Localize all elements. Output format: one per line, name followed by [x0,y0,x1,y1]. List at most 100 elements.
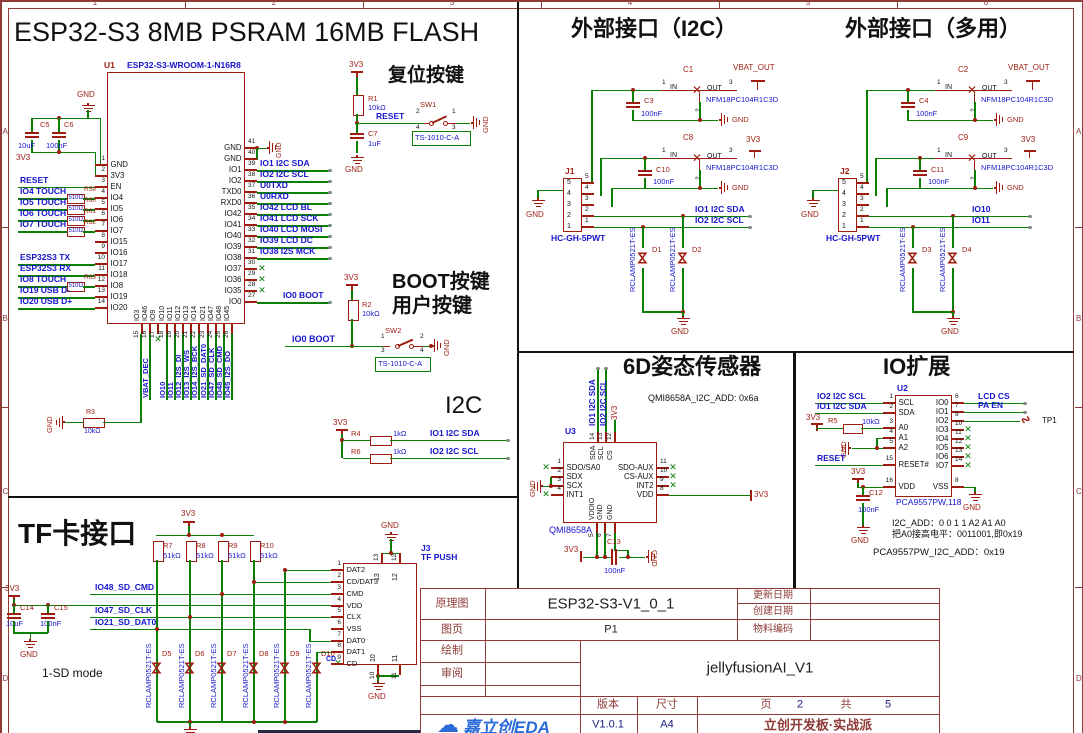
ic-U2[interactable] [895,395,952,497]
capacitor-symbol[interactable] [52,136,66,138]
tvs-diode-symbol[interactable]: ⋈ [905,251,921,265]
wire [611,188,613,207]
pin-name: IO1 [935,406,949,416]
pin-number: 3 [889,418,893,425]
label: C15 [54,603,68,612]
pin-name: SDO/SA0 [566,462,601,472]
pin-name: 12 [392,573,399,581]
frame-column-label: 3 [449,0,455,7]
component-body[interactable] [348,300,359,321]
ic-J3[interactable] [343,563,417,665]
capacitor-symbol[interactable] [350,133,364,135]
pin-name: IO12 [175,305,182,321]
capacitor-symbol[interactable] [856,499,870,501]
component-part: ESP32-S3-WROOM-1-N16R8 [127,60,241,70]
label: 100nF [604,566,626,575]
component-body[interactable] [152,541,164,562]
ic-J1[interactable] [563,178,582,232]
component-body[interactable] [249,541,261,562]
wire [604,533,606,557]
tvs-diode-symbol[interactable]: ⋈ [675,251,691,265]
capacitor-symbol[interactable] [41,617,55,619]
component-body[interactable] [83,418,105,428]
label: VBAT_OUT [733,63,775,72]
tvs-diode-symbol[interactable]: ⋈ [635,251,651,265]
wire [377,675,379,681]
capacitor-symbol[interactable] [52,132,66,134]
pin-stub [952,456,964,458]
capacitor-symbol[interactable] [638,174,652,176]
capacitor-symbol[interactable] [25,132,39,134]
capacitor-symbol[interactable] [611,549,613,565]
wire [254,581,343,583]
capacitor-symbol[interactable] [626,102,640,104]
component-body[interactable] [217,541,229,562]
capacitor-symbol[interactable] [856,495,870,497]
wire [356,141,358,153]
pin-name: GND [607,504,614,520]
titleblock-schematic-label: 原理图 [435,597,469,610]
component-body[interactable] [353,95,364,116]
frame-line [1075,407,1082,408]
pin-stub [198,324,200,334]
component-body[interactable] [185,541,197,562]
capacitor-symbol[interactable] [913,170,927,172]
capacitor-symbol[interactable] [615,549,617,565]
wire [215,334,217,400]
wire [682,216,684,248]
pin-name: IO6 [110,214,124,224]
ferrite-bead-symbol[interactable]: ✕ [966,83,978,97]
component-body[interactable] [843,424,863,434]
capacitor-symbol[interactable] [350,137,364,139]
wire [356,122,424,124]
component-body[interactable] [375,357,431,372]
pin-number: 4 [585,184,589,191]
frame-row-label: A [1076,127,1082,136]
wire-end-pad [328,224,332,228]
label: 510Ω [68,283,84,289]
wire [642,268,644,312]
component-body[interactable] [412,131,471,146]
ic-U1[interactable] [107,72,245,324]
capacitor-symbol[interactable] [901,106,915,108]
capacitor-symbol[interactable] [25,136,39,138]
wire [29,632,31,639]
label: D8 [259,649,269,658]
wire [935,157,1012,159]
pin-name: IO5 [110,203,124,213]
pin-name: IO7 [110,225,124,235]
pin-name: 4 [567,189,571,197]
wire [140,334,142,423]
pin-number: 3 [557,476,561,483]
testpoint-symbol[interactable]: ∿ [1016,410,1035,429]
ferrite-bead-symbol[interactable]: ✕ [691,151,703,165]
pin-number: 4 [889,428,893,435]
pin-number: 5 [860,173,864,180]
capacitor-symbol[interactable] [638,170,652,172]
capacitor-symbol[interactable] [7,617,21,619]
ic-U3[interactable] [563,442,657,523]
wire [99,118,101,166]
tvs-diode-symbol[interactable]: ⋈ [945,251,961,265]
capacitor-symbol[interactable] [41,613,55,615]
wire [682,312,684,316]
capacitor-symbol[interactable] [7,613,21,615]
component-body[interactable] [370,436,392,446]
component-body[interactable] [370,454,392,464]
capacitor-symbol[interactable] [901,102,915,104]
ferrite-bead-symbol[interactable]: ✕ [966,151,978,165]
pin-number: 4 [101,188,105,195]
pin-number: 2 [860,206,864,213]
ferrite-bead-symbol[interactable]: ✕ [691,83,703,97]
label: 51kΩ [163,551,181,560]
net-label: LCD CS [978,391,1010,401]
capacitor-symbol[interactable] [626,106,640,108]
label: R7 [163,541,173,550]
pin-number: 2 [557,467,561,474]
capacitor-symbol[interactable] [913,174,927,176]
label: 510Ω [68,217,84,223]
ic-J2[interactable] [838,178,857,232]
pin-stub [605,432,607,442]
pin-name: IO0 [228,296,242,306]
pin-name: CMD [346,588,364,598]
